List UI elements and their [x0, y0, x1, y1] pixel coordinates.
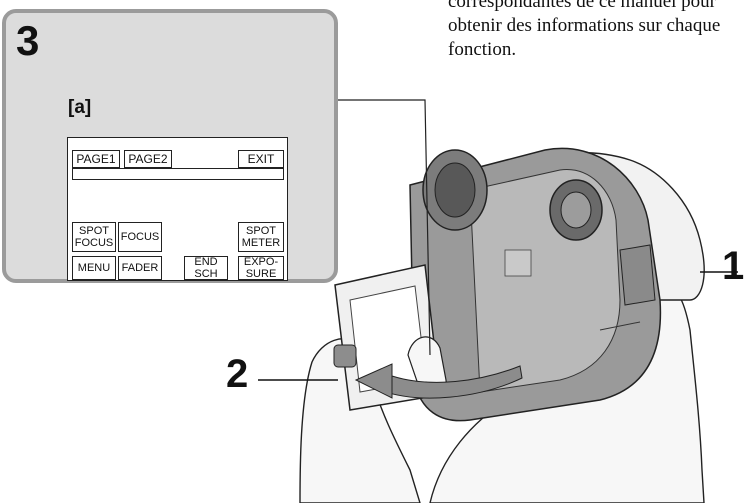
rotate-arrow-icon	[379, 365, 523, 399]
step-sublabel: [a]	[68, 97, 92, 118]
exit-button[interactable]: EXIT	[238, 150, 284, 168]
focus-button[interactable]: FOCUS	[118, 222, 162, 252]
intro-line-2: obtenir des informations sur chaque	[448, 15, 721, 36]
open-button-icon	[333, 344, 357, 368]
tab-page1[interactable]: PAGE1	[72, 150, 120, 168]
menu-button[interactable]: MENU	[72, 256, 116, 280]
callout-2: 2	[226, 352, 249, 396]
speaker-grille	[504, 249, 532, 277]
step-number: 3	[16, 17, 40, 64]
lens-icon	[434, 162, 476, 218]
exposure-button[interactable]: EXPO- SURE	[238, 256, 284, 280]
tab-page2[interactable]: PAGE2	[124, 150, 172, 168]
intro-text: correspondantes de ce manuel pour obteni…	[448, 0, 754, 62]
step-panel: 3 [a] PAGE1 PAGE2 EXIT SPOT FOCUS FOCUS …	[2, 9, 338, 283]
fader-button[interactable]: FADER	[118, 256, 162, 280]
lcd-touch-screen: PAGE1 PAGE2 EXIT SPOT FOCUS FOCUS SPOT M…	[67, 137, 288, 281]
spot-focus-button[interactable]: SPOT FOCUS	[72, 222, 116, 252]
end-search-button[interactable]: END SCH	[184, 256, 228, 280]
callout-1: 1	[722, 244, 745, 288]
intro-line-1: correspondantes de ce manuel pour	[448, 0, 717, 12]
panel-pointer-line	[338, 99, 431, 356]
intro-line-3: fonction.	[448, 39, 517, 60]
tab-body-bar	[72, 168, 284, 180]
spot-meter-button[interactable]: SPOT METER	[238, 222, 284, 252]
